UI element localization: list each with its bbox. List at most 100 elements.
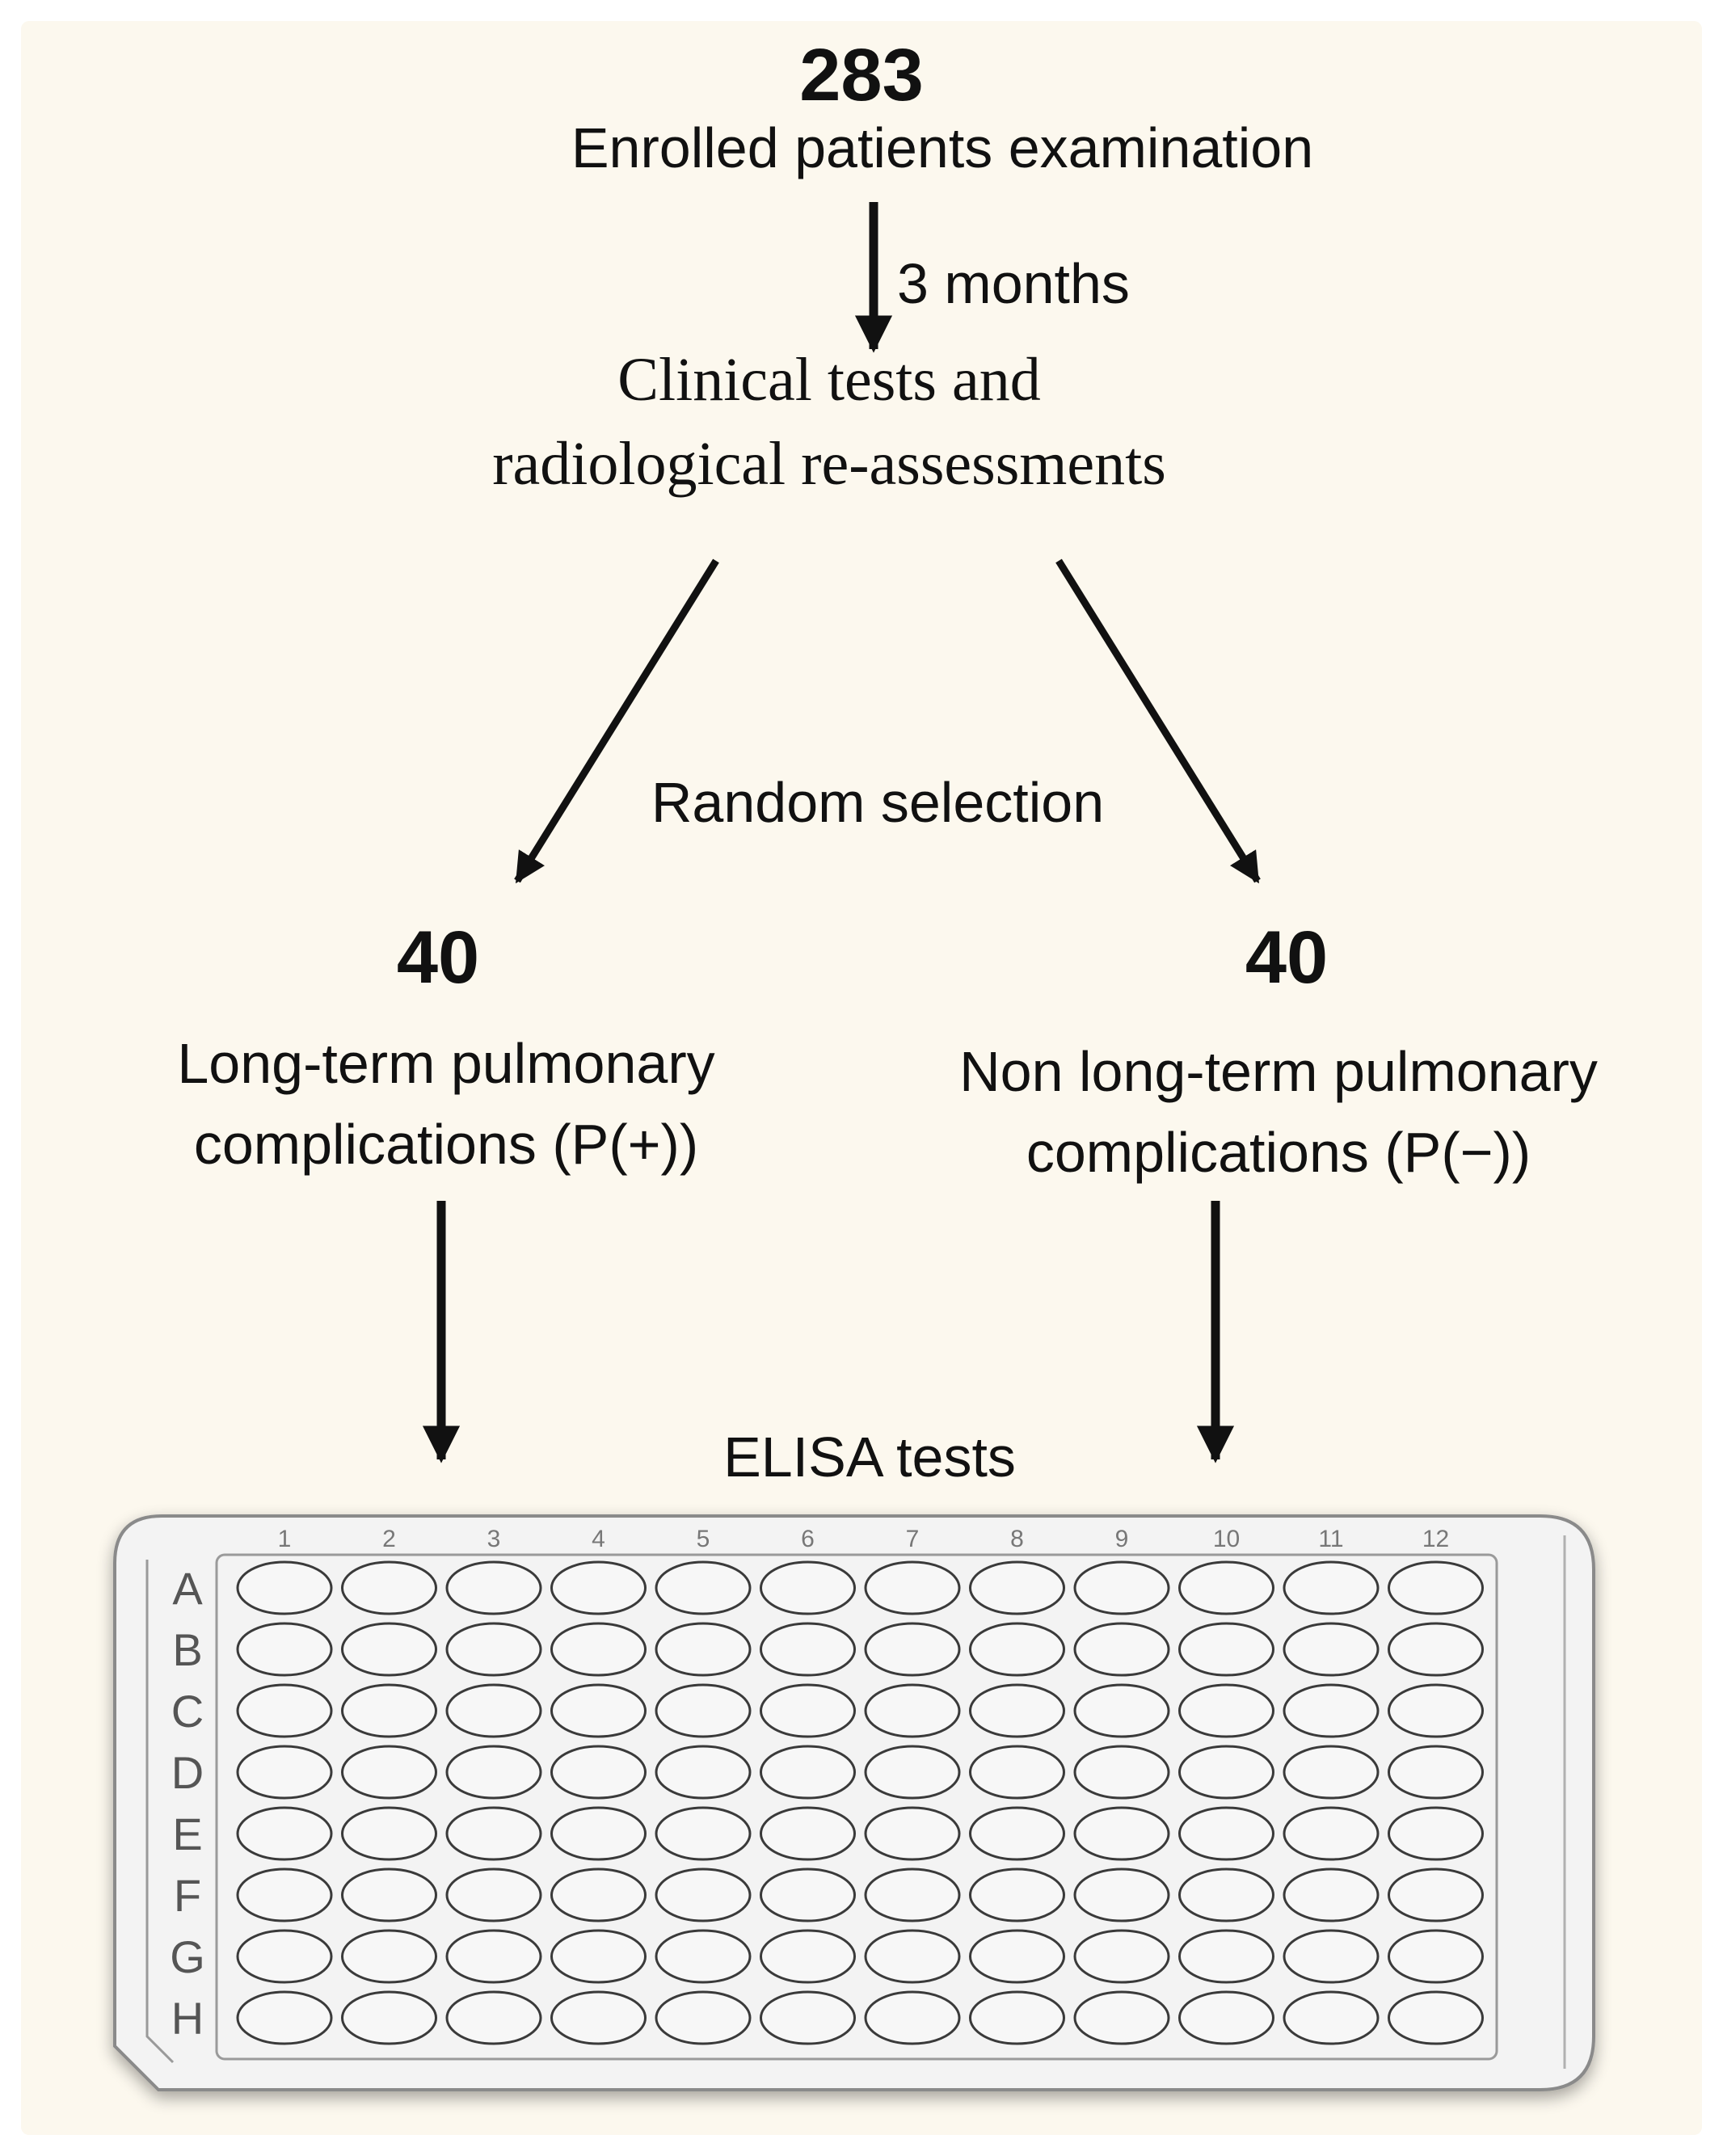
plate-well: [1283, 1868, 1380, 1922]
plate-well: [1388, 1868, 1484, 1922]
plate-wells: [236, 1560, 1484, 2045]
plate-well: [236, 1683, 333, 1738]
plate-well: [969, 1745, 1065, 1800]
plate-well: [1283, 1806, 1380, 1861]
interval-label: 3 months: [897, 252, 1130, 315]
plate-column-label: 8: [1010, 1526, 1024, 1552]
plate-well: [969, 1560, 1065, 1615]
plate-well: [341, 1868, 437, 1922]
plate-well: [1388, 1990, 1484, 2045]
plate-well: [1073, 1990, 1170, 2045]
right-group-count: 40: [1245, 916, 1329, 999]
plate-well: [1283, 1622, 1380, 1677]
plate-left-edge: [145, 1560, 175, 2064]
plate-well: [1073, 1622, 1170, 1677]
plate-row-label: A: [172, 1563, 203, 1614]
plate-well: [236, 1868, 333, 1922]
plate-well: [550, 1990, 647, 2045]
plate-well: [445, 1929, 542, 1984]
plate-well: [445, 1806, 542, 1861]
plate-well: [341, 1806, 437, 1861]
plate-well: [1073, 1683, 1170, 1738]
plate-well: [655, 1929, 752, 1984]
left-group-line-2: complications (P(+)): [193, 1113, 699, 1176]
followup-line-2: radiological re-assessments: [492, 430, 1166, 498]
plate-well: [445, 1745, 542, 1800]
plate-well: [969, 1990, 1065, 2045]
plate-well: [1283, 1745, 1380, 1800]
plate-well: [550, 1929, 647, 1984]
plate-well: [550, 1806, 647, 1861]
plate-well: [760, 1560, 856, 1615]
plate-well: [655, 1868, 752, 1922]
plate-column-label: 1: [278, 1526, 292, 1552]
plate-well: [760, 1990, 856, 2045]
plate-well: [236, 1622, 333, 1677]
plate-well: [445, 1560, 542, 1615]
left-group-count: 40: [396, 916, 480, 999]
plate-well: [1073, 1745, 1170, 1800]
random-selection-label: Random selection: [651, 771, 1105, 834]
plate-well: [655, 1622, 752, 1677]
plate-well: [1178, 1683, 1274, 1738]
plate-column-label: 5: [697, 1526, 710, 1552]
plate-row-label: D: [171, 1747, 204, 1798]
plate-well: [341, 1622, 437, 1677]
enrolled-count: 283: [799, 34, 924, 116]
plate-well: [236, 1806, 333, 1861]
plate-well: [864, 1868, 961, 1922]
plate-well: [1283, 1929, 1380, 1984]
plate-row-label: G: [170, 1931, 205, 1982]
plate-well: [236, 1560, 333, 1615]
plate-well: [550, 1622, 647, 1677]
plate-well: [1178, 1745, 1274, 1800]
plate-column-label: 12: [1422, 1526, 1449, 1552]
plate-well: [445, 1868, 542, 1922]
plate-well: [969, 1868, 1065, 1922]
plate-well: [341, 1560, 437, 1615]
plate-column-label: 6: [801, 1526, 815, 1552]
plate-row-label: H: [171, 1993, 204, 2044]
plate-well: [760, 1683, 856, 1738]
plate-well: [655, 1990, 752, 2045]
plate-well: [1073, 1806, 1170, 1861]
plate-well: [760, 1745, 856, 1800]
plate-well: [655, 1806, 752, 1861]
plate-well-area: [215, 1553, 1498, 2061]
plate-well: [1388, 1745, 1484, 1800]
plate-column-label: 11: [1318, 1526, 1343, 1552]
plate-well: [864, 1560, 961, 1615]
plate-well: [1073, 1868, 1170, 1922]
plate-well: [969, 1622, 1065, 1677]
plate-well: [550, 1745, 647, 1800]
followup-line-1: Clinical tests and: [617, 346, 1041, 414]
plate-well: [236, 1745, 333, 1800]
plate-row-label: C: [171, 1686, 204, 1737]
plate-well: [1283, 1560, 1380, 1615]
plate-column-label: 4: [592, 1526, 605, 1552]
plate-well: [1283, 1990, 1380, 2045]
plate-column-label: 10: [1213, 1526, 1240, 1552]
plate-well: [969, 1806, 1065, 1861]
plate-well: [969, 1929, 1065, 1984]
plate-well: [1073, 1560, 1170, 1615]
plate-well: [1388, 1622, 1484, 1677]
plate-well: [1388, 1683, 1484, 1738]
plate-well: [445, 1683, 542, 1738]
arrow-followup-to-left-group: [514, 558, 719, 884]
plate-well: [864, 1683, 961, 1738]
plate-row-label: E: [172, 1809, 202, 1859]
plate-well: [864, 1622, 961, 1677]
elisa-label: ELISA tests: [723, 1425, 1016, 1489]
plate-well: [1073, 1929, 1170, 1984]
plate-well: [760, 1868, 856, 1922]
plate-well: [550, 1683, 647, 1738]
plate-column-label: 2: [382, 1526, 396, 1552]
plate-well: [341, 1745, 437, 1800]
plate-well: [1178, 1868, 1274, 1922]
plate-well: [236, 1929, 333, 1984]
